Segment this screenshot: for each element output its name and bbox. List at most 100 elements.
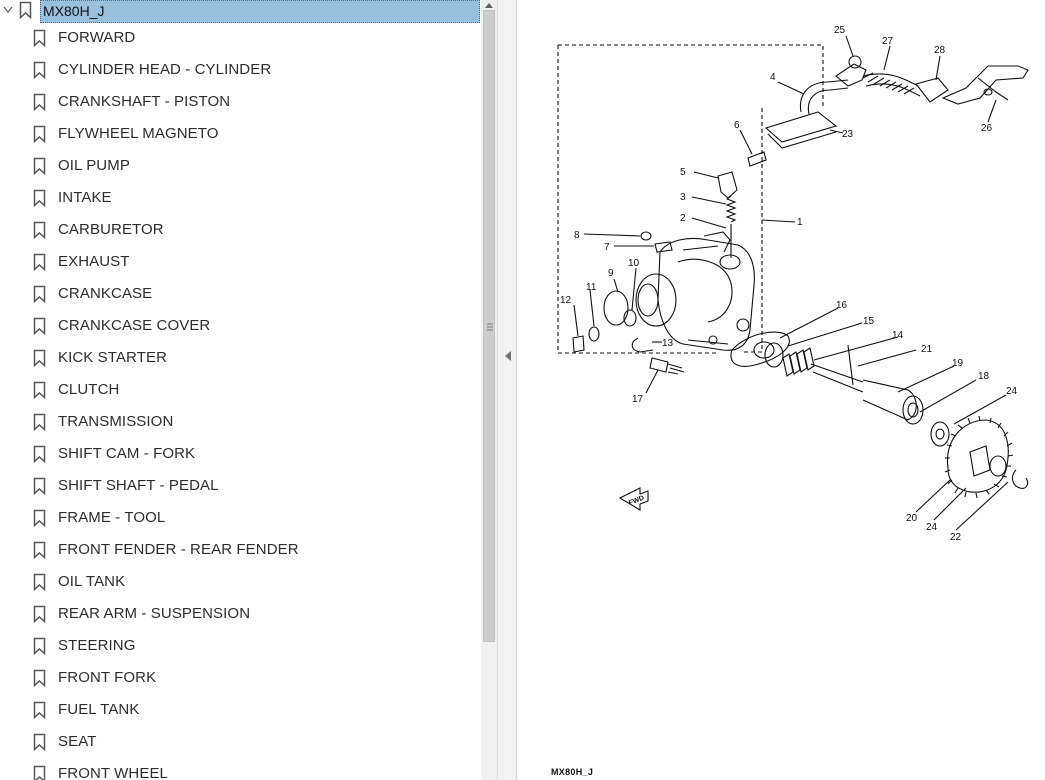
bookmark-item[interactable]: SHIFT CAM - FORK [0,439,481,471]
part-label: 21 [921,344,933,355]
bookmark-label[interactable]: CLUTCH [58,381,120,398]
bookmark-label[interactable]: FLYWHEEL MAGNETO [58,125,219,142]
bookmark-icon [33,253,46,271]
part-label: 14 [892,330,904,341]
bookmark-item[interactable]: OIL PUMP [0,151,481,183]
bookmark-icon [33,413,46,431]
bookmark-label[interactable]: SHIFT SHAFT - PEDAL [58,477,219,494]
bookmark-label[interactable]: INTAKE [58,189,112,206]
bookmark-icon [33,573,46,591]
bookmark-item[interactable]: FRONT WHEEL [0,759,481,780]
bookmark-item[interactable]: SEAT [0,727,481,759]
part-label: 5 [680,167,686,178]
bookmark-label[interactable]: TRANSMISSION [58,413,174,430]
part-label: 4 [770,72,776,83]
oil-pump-exploded-diagram: 1 2 3 4 5 6 7 8 9 10 11 12 13 14 15 16 1… [557,25,1029,543]
part-label: 18 [978,371,990,382]
bookmark-label[interactable]: FRONT FORK [58,669,157,686]
bookmark-label[interactable]: CYLINDER HEAD - CYLINDER [58,61,272,78]
bookmark-item[interactable]: FUEL TANK [0,695,481,727]
bookmark-item[interactable]: FRONT FENDER - REAR FENDER [0,535,481,567]
sidebar-scrollbar[interactable] [481,0,497,780]
part-label: 9 [608,268,614,279]
bookmark-icon [33,349,46,367]
bookmark-label[interactable]: EXHAUST [58,253,130,270]
part-label: 8 [574,230,580,241]
bookmark-item[interactable]: FLYWHEEL MAGNETO [0,119,481,151]
part-label: 19 [952,358,964,369]
bookmark-label[interactable]: CRANKCASE [58,285,153,302]
part-label: 12 [560,295,572,306]
bookmark-icon [33,669,46,687]
bookmark-item[interactable]: EXHAUST [0,247,481,279]
bookmark-label[interactable]: REAR ARM - SUSPENSION [58,605,251,622]
pane-splitter[interactable] [497,0,517,780]
bookmark-item[interactable]: FRONT FORK [0,663,481,695]
bookmark-icon [33,733,46,751]
bookmark-icon [33,701,46,719]
part-label: 10 [628,258,640,269]
bookmark-label[interactable]: STEERING [58,637,136,654]
bookmark-item[interactable]: INTAKE [0,183,481,215]
bookmark-label[interactable]: FRONT FENDER - REAR FENDER [58,541,299,558]
bookmark-label[interactable]: FUEL TANK [58,701,140,718]
bookmark-item[interactable]: CLUTCH [0,375,481,407]
bookmark-icon [33,445,46,463]
part-label: 24 [926,522,938,533]
bookmark-label[interactable]: KICK STARTER [58,349,167,366]
triangle-up-icon[interactable] [481,0,497,10]
bookmark-icon [33,29,46,47]
part-label: 15 [863,316,875,327]
triangle-left-icon[interactable] [504,350,512,362]
bookmark-label[interactable]: CARBURETOR [58,221,164,238]
bookmark-label[interactable]: FRAME - TOOL [58,509,166,526]
bookmark-label[interactable]: CRANKSHAFT - PISTON [58,93,231,110]
bookmark-icon [33,61,46,79]
bookmark-label[interactable]: CRANKCASE COVER [58,317,211,334]
bookmark-item[interactable]: CYLINDER HEAD - CYLINDER [0,55,481,87]
bookmark-root-label[interactable]: MX80H_J [40,0,480,23]
bookmarks-panel: MX80H_J FORWARD CYLINDER HEAD - CYLINDER C… [0,0,481,780]
part-label: 1 [797,217,803,228]
bookmark-item[interactable]: FRAME - TOOL [0,503,481,535]
part-label: 16 [836,300,848,311]
bookmark-label[interactable]: FORWARD [58,29,136,46]
part-label: 2 [680,213,686,224]
bookmark-label[interactable]: OIL TANK [58,573,126,590]
bookmark-icon [33,157,46,175]
bookmark-icon [33,477,46,495]
part-label: 13 [662,338,674,349]
bookmark-item[interactable]: FORWARD [0,23,481,55]
bookmark-icon [33,381,46,399]
part-label: 20 [906,513,918,524]
bookmark-item[interactable]: KICK STARTER [0,343,481,375]
bookmark-label[interactable]: SHIFT CAM - FORK [58,445,196,462]
bookmark-item[interactable]: CRANKCASE COVER [0,311,481,343]
part-label: 24 [1006,386,1018,397]
part-label: 17 [632,394,644,405]
part-label: 23 [842,129,854,140]
bookmark-root[interactable]: MX80H_J [0,0,481,23]
bookmark-item[interactable]: CRANKCASE [0,279,481,311]
bookmark-icon [19,1,32,19]
bookmark-icon [33,637,46,655]
bookmark-icon [33,509,46,527]
bookmark-icon [33,285,46,303]
bookmark-icon [33,125,46,143]
bookmark-item[interactable]: REAR ARM - SUSPENSION [0,599,481,631]
part-label: 28 [934,45,946,56]
bookmark-label[interactable]: FRONT WHEEL [58,765,168,780]
bookmark-item[interactable]: OIL TANK [0,567,481,599]
chevron-down-icon[interactable] [2,3,14,17]
part-label: 6 [734,120,740,131]
bookmark-label[interactable]: OIL PUMP [58,157,130,174]
bookmark-item[interactable]: CARBURETOR [0,215,481,247]
bookmark-icon [33,541,46,559]
bookmark-item[interactable]: SHIFT SHAFT - PEDAL [0,471,481,503]
bookmark-item[interactable]: TRANSMISSION [0,407,481,439]
bookmark-item[interactable]: STEERING [0,631,481,663]
part-number-labels: 1 2 3 4 5 6 7 8 9 10 11 12 13 14 15 16 1… [560,25,1018,543]
bookmark-item[interactable]: CRANKSHAFT - PISTON [0,87,481,119]
bookmark-label[interactable]: SEAT [58,733,97,750]
scrollbar-thumb[interactable] [483,10,495,642]
